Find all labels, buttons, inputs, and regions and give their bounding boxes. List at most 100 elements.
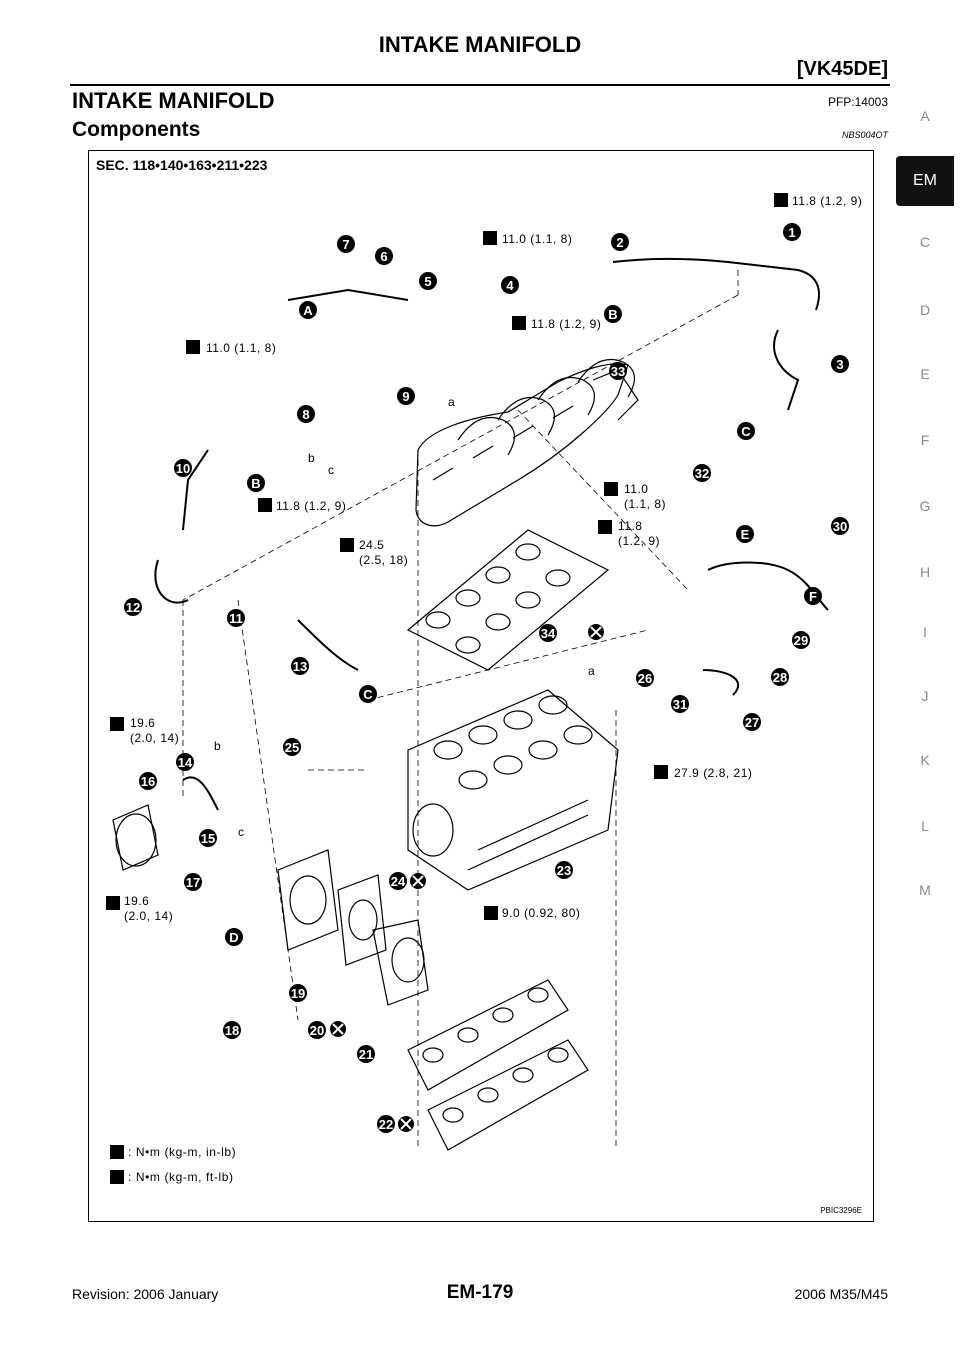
page-header-engine: [VK45DE] [796,58,888,80]
callout-27: 27 [743,713,761,731]
callout-7: 7 [337,235,355,253]
torque-spec-5: 11.8 (1.2, 9) [276,499,347,513]
callout-23: 23 [555,861,573,879]
callout-21: 21 [357,1045,375,1063]
torque-spec-7: 11.0 (1.1, 8) [624,482,667,511]
footer-model: 2006 M35/M45 [794,1286,888,1302]
callout-8: 8 [297,405,315,423]
svg-text:24: 24 [391,874,406,889]
side-index-m[interactable]: M [919,882,931,898]
section-title: INTAKE MANIFOLD [72,88,275,113]
svg-text:17: 17 [186,875,200,890]
svg-text:8: 8 [302,407,309,422]
svg-text:11: 11 [229,611,243,626]
svg-text:15: 15 [201,831,215,846]
connector-e: E [736,525,754,543]
svg-text:20: 20 [310,1023,324,1038]
side-index-e[interactable]: E [920,366,930,382]
callout-5: 5 [419,272,437,290]
side-index-l[interactable]: L [921,818,929,834]
callout-18: 18 [223,1021,241,1039]
callout-10: 10 [174,459,192,477]
svg-text:19: 19 [291,986,305,1001]
callout-22: 22 [377,1115,395,1133]
svg-text:21: 21 [359,1047,373,1062]
svg-text:B: B [608,307,617,322]
svg-text:31: 31 [673,697,687,712]
svg-text:E: E [741,527,750,542]
canister-drawing [112,804,159,871]
callout-2: 2 [611,233,629,251]
svg-text:A: A [303,303,313,318]
callout-15: 15 [199,829,217,847]
legend-ftlb: : N•m (kg-m, ft-lb) [128,1170,234,1184]
callout-28: 28 [771,668,789,686]
svg-text:10: 10 [176,461,190,476]
torque-icon-7 [604,482,618,496]
callout-numbers: 1 2 3 4 5 6 7 8 9 10 11 12 13 14 15 16 1… [124,223,849,1133]
replace-icon-20 [330,1021,346,1037]
svg-text:12: 12 [126,600,140,615]
side-index-c[interactable]: C [919,234,931,250]
subsection-code: NBS004OT [841,130,888,140]
connector-c-mid: C [359,685,377,703]
side-index-g[interactable]: G [919,498,931,514]
torque-icon-11 [106,896,120,910]
legend-inlb: : N•m (kg-m, in-lb) [128,1145,237,1159]
connector-b-left: B [247,474,265,492]
label-c-left: c [328,463,334,477]
page-header-title: INTAKE MANIFOLD [378,32,582,57]
side-index-a[interactable]: A [920,108,930,124]
svg-text:32: 32 [695,466,709,481]
side-index-d[interactable]: D [919,302,931,318]
side-index-i[interactable]: I [923,624,927,640]
replace-icon-22 [398,1116,414,1132]
callout-26: 26 [636,669,654,687]
svg-text:34: 34 [541,626,556,641]
label-a-mid: a [588,664,595,678]
svg-text:22: 22 [379,1117,393,1132]
callout-1: 1 [783,223,801,241]
callout-30: 30 [831,517,849,535]
section-code: PFP:14003 [827,95,888,109]
torque-icon-6 [340,538,354,552]
callout-9: 9 [397,387,415,405]
side-index-j[interactable]: J [921,688,929,704]
side-index-k[interactable]: K [920,752,930,768]
callout-13: 13 [291,657,309,675]
connector-b-top: B [604,305,622,323]
torque-icon-9 [110,717,124,731]
side-index-h[interactable]: H [919,564,931,580]
svg-text:13: 13 [293,659,307,674]
callout-24: 24 [389,872,407,890]
svg-text:25: 25 [285,740,299,755]
svg-text:1: 1 [788,225,795,240]
callout-6: 6 [375,247,393,265]
callout-29: 29 [792,631,810,649]
side-index-f[interactable]: F [920,432,930,448]
connector-c-top: C [737,422,755,440]
svg-text:D: D [229,930,238,945]
torque-icon-4 [186,340,200,354]
leader-lines [182,270,739,1150]
label-a-top: a [448,395,455,409]
side-index: A EM C D E F G H I J K L M [890,92,960,902]
footer-page-number: EM-179 [446,1282,514,1303]
connector-a: A [299,301,317,319]
svg-text:F: F [809,589,817,604]
torque-icon-3 [512,316,526,330]
intake-collector-drawing [415,358,639,527]
callout-4: 4 [501,276,519,294]
figure-section-ref: SEC. 118•140•163•211•223 [96,157,268,173]
svg-text:33: 33 [611,364,625,379]
svg-text:C: C [741,424,751,439]
callout-34: 34 [539,624,557,642]
exploded-view-illustration: 1 2 3 4 5 6 7 8 9 10 11 12 13 14 15 16 1… [106,193,849,1184]
torque-spec-6: 24.5 (2.5, 18) [359,538,409,567]
lower-gasket-drawing [407,979,589,1151]
callout-31: 31 [671,695,689,713]
side-index-em-active[interactable]: EM [896,156,954,206]
svg-text:23: 23 [557,863,571,878]
figure-id: PBIC3296E [820,1206,862,1215]
connector-letters: A B C B E F C D [225,301,822,946]
